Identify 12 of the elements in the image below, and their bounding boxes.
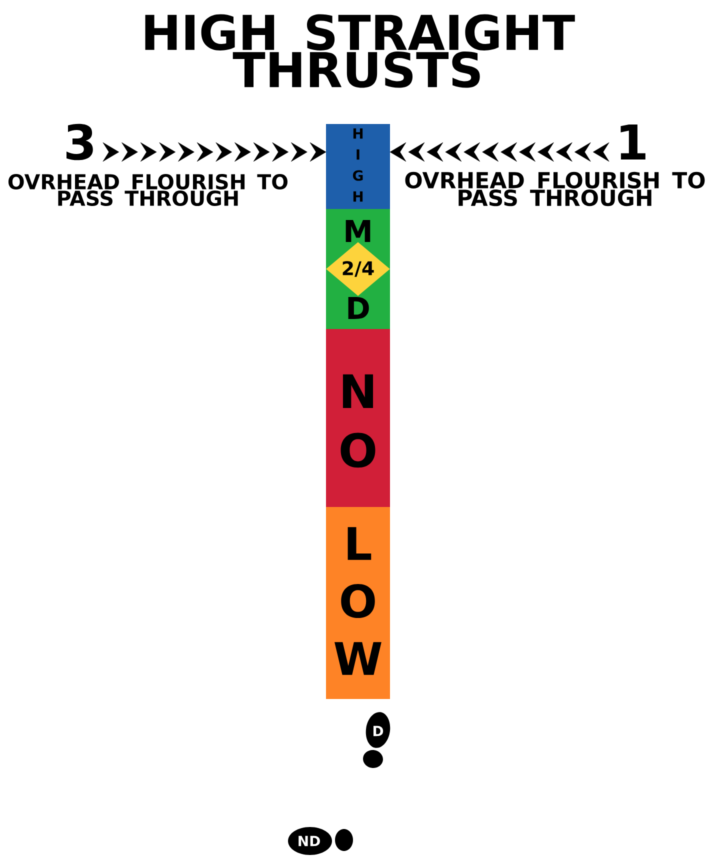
band: NO: [326, 329, 390, 507]
title: HIGH STRAIGHT THRUSTS: [145, 14, 575, 88]
step-number: 3: [66, 124, 93, 160]
step-number: 1: [620, 124, 646, 160]
note-text: OVRHEAD FLOURISH TO PASS THROUGH: [8, 174, 288, 206]
band: LOW: [326, 507, 390, 699]
footprint: D: [363, 712, 390, 768]
chevron-arrow: [102, 142, 326, 162]
note-text: OVRHEAD FLOURISH TO PASS THROUGH: [405, 172, 705, 206]
band: HIGH: [326, 124, 390, 209]
chevron-arrow: [390, 142, 610, 162]
footprint: ND: [288, 827, 353, 855]
